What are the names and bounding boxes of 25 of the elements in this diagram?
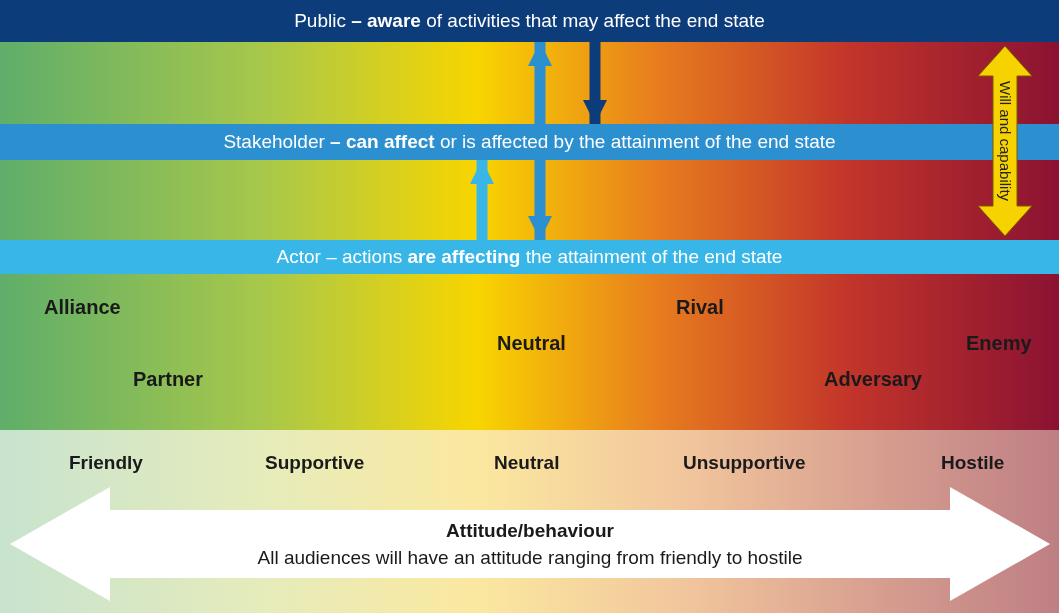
scale-label: Hostile [941,452,1005,474]
double-arrow [977,45,1033,237]
category-label: Rival [676,296,724,319]
scale-label: Friendly [69,452,143,474]
arrow [528,42,552,124]
category-label: Alliance [44,296,121,319]
arrow [583,42,607,124]
axis-title: Attitude/behaviour [445,520,615,542]
scale-label: Neutral [494,452,560,474]
band-text: Stakeholder – can affect or is affected by the attainment of the end state [223,131,836,153]
arrow [470,160,494,240]
scale-label: Unsupportive [683,452,806,474]
double-arrow-shape [10,487,1050,601]
category-label: Neutral [497,332,566,355]
band-text: Actor – actions are affecting the attainment of the end state [276,246,783,268]
category-label: Enemy [966,332,1032,355]
audience-band [0,240,1059,274]
category-label: Adversary [824,368,922,391]
category-label: Partner [133,368,204,391]
band-text: Public – aware of activities that may affect the end state [294,10,765,32]
edge-label: Will and capability [996,79,1014,204]
audience-band [0,0,1059,42]
scale-label: Supportive [265,452,365,474]
description-text: All audiences will have an attitude ranging from friendly to hostile [256,547,804,569]
arrow [528,160,552,240]
